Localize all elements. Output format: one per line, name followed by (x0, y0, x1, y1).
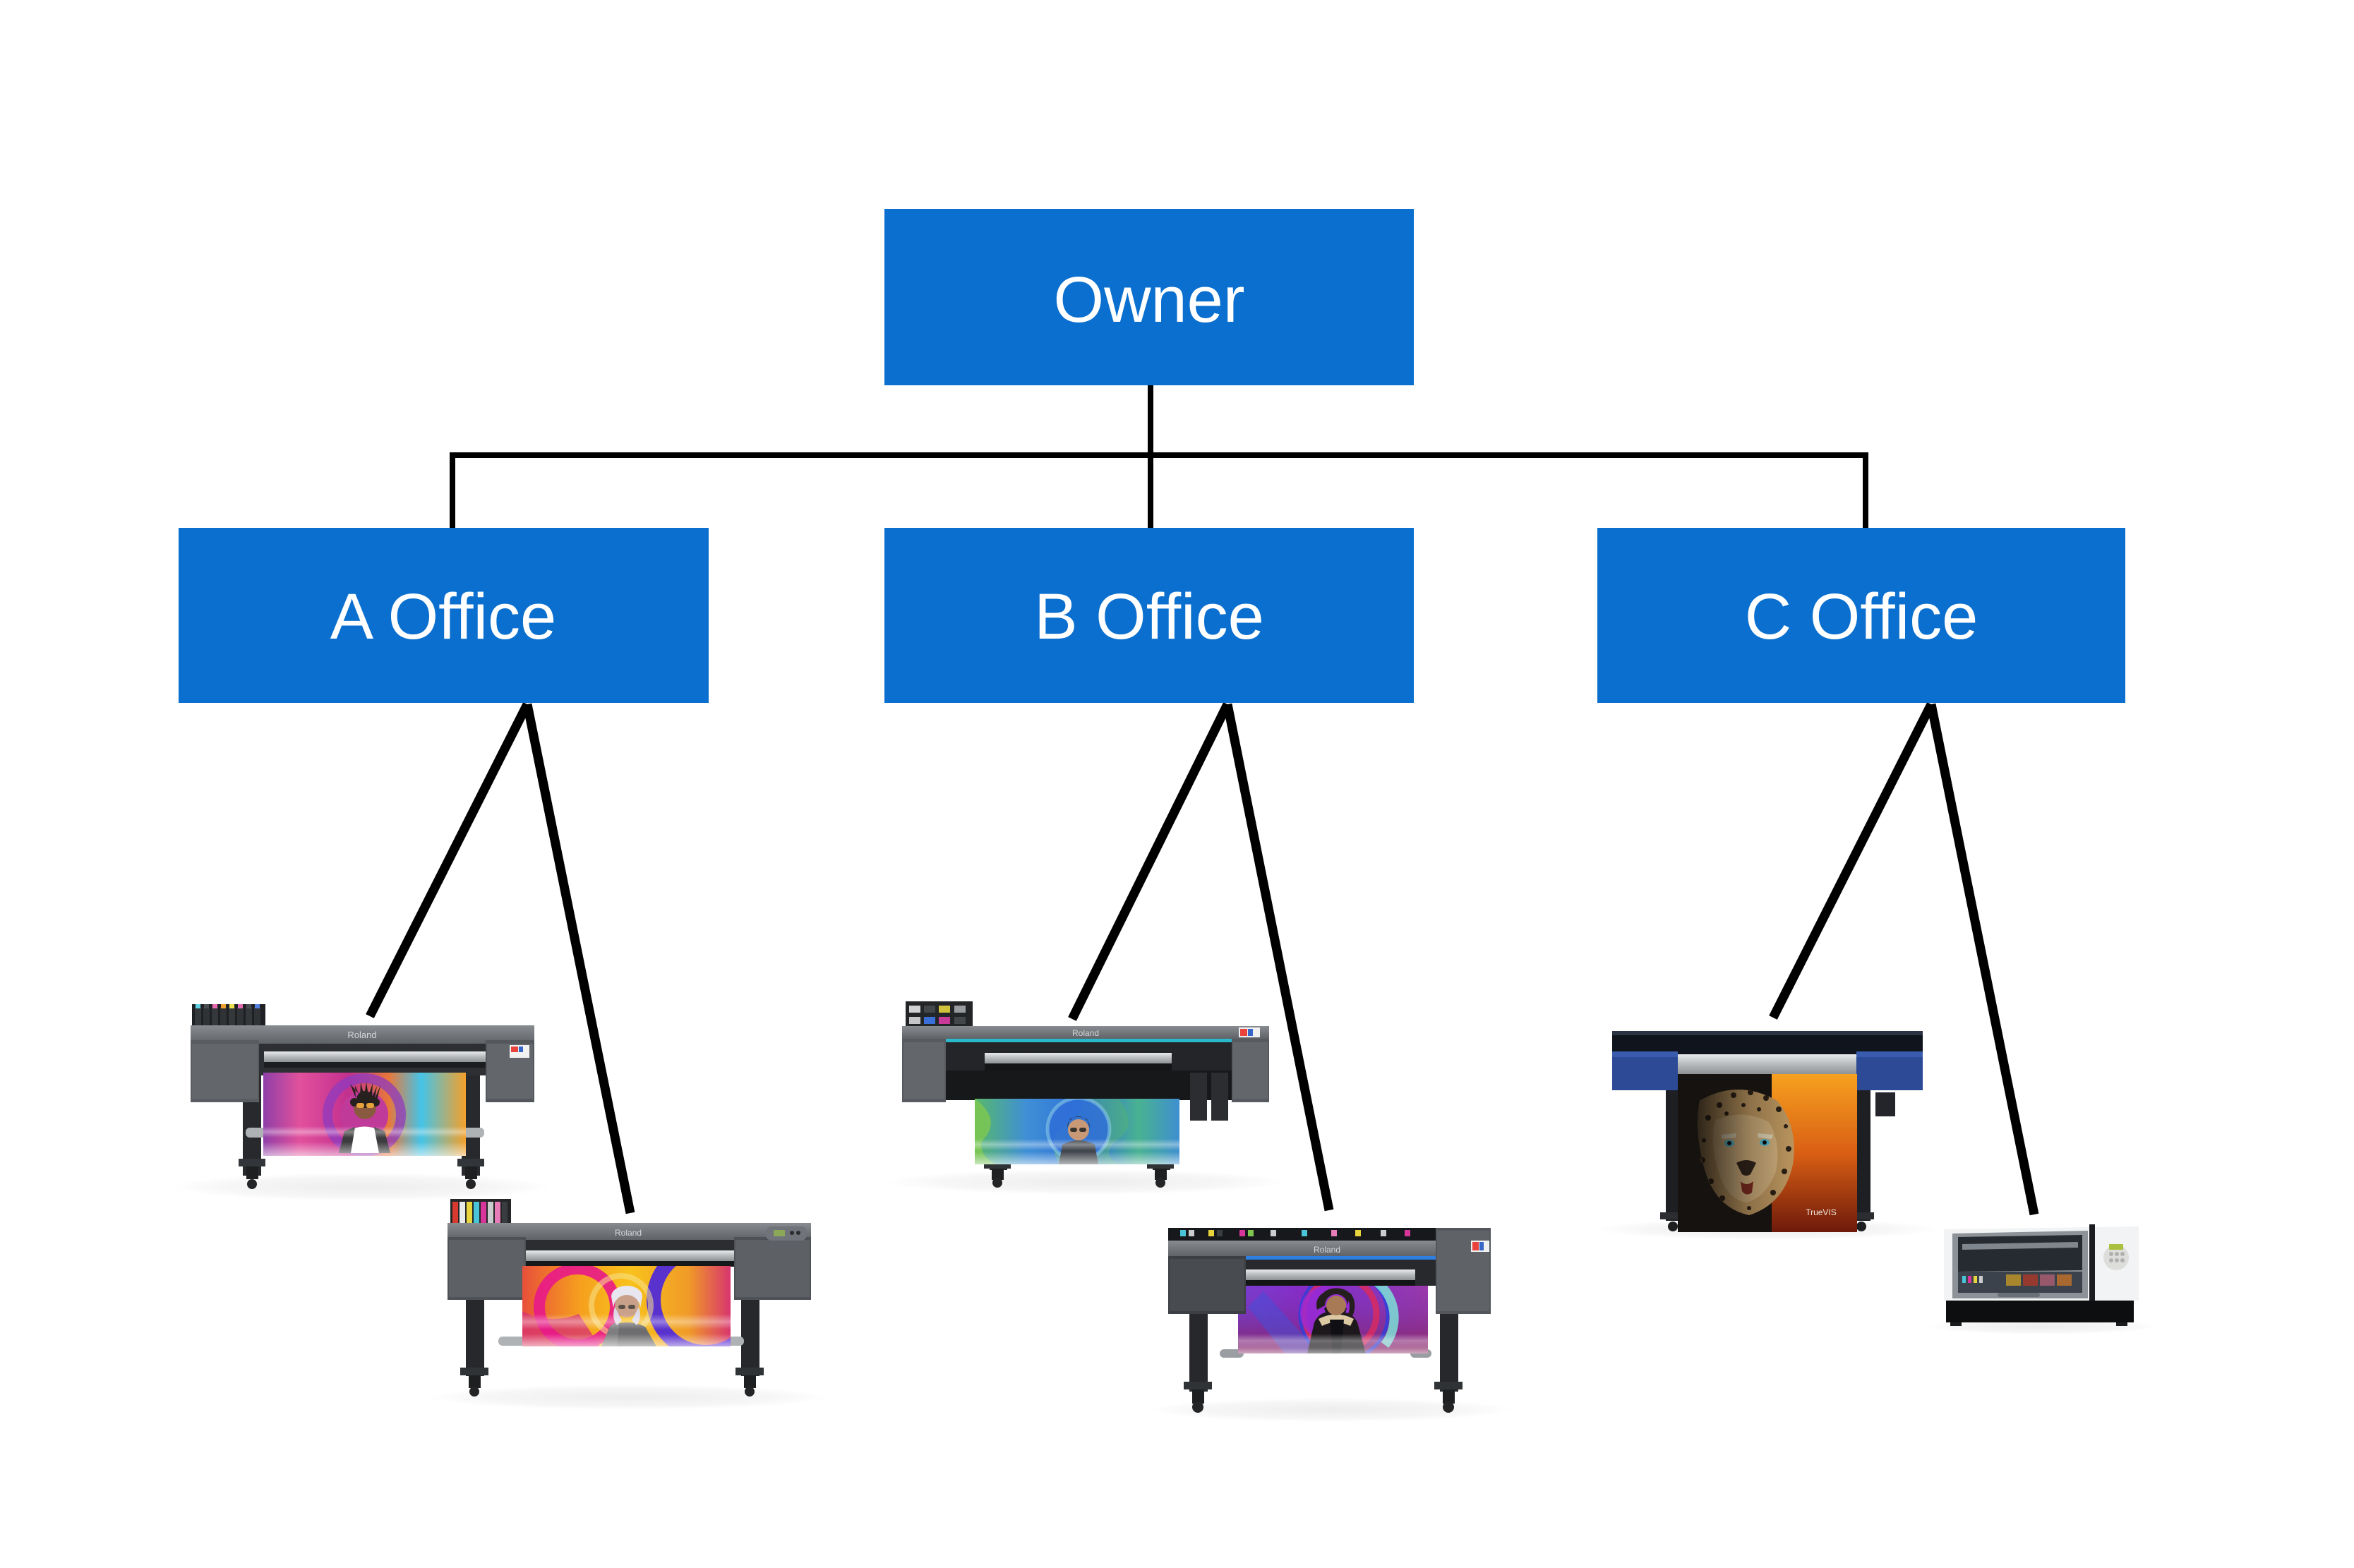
svg-text:Roland: Roland (347, 1030, 376, 1040)
svg-text:Owner: Owner (1054, 264, 1245, 336)
svg-text:TrueVIS: TrueVIS (1806, 1207, 1837, 1217)
svg-text:A Office: A Office (330, 581, 556, 653)
svg-text:Roland: Roland (615, 1228, 642, 1238)
svg-text:C Office: C Office (1745, 581, 1978, 653)
svg-text:B Office: B Office (1034, 581, 1264, 653)
svg-text:Roland: Roland (1314, 1245, 1340, 1255)
svg-text:Roland: Roland (1072, 1028, 1099, 1038)
